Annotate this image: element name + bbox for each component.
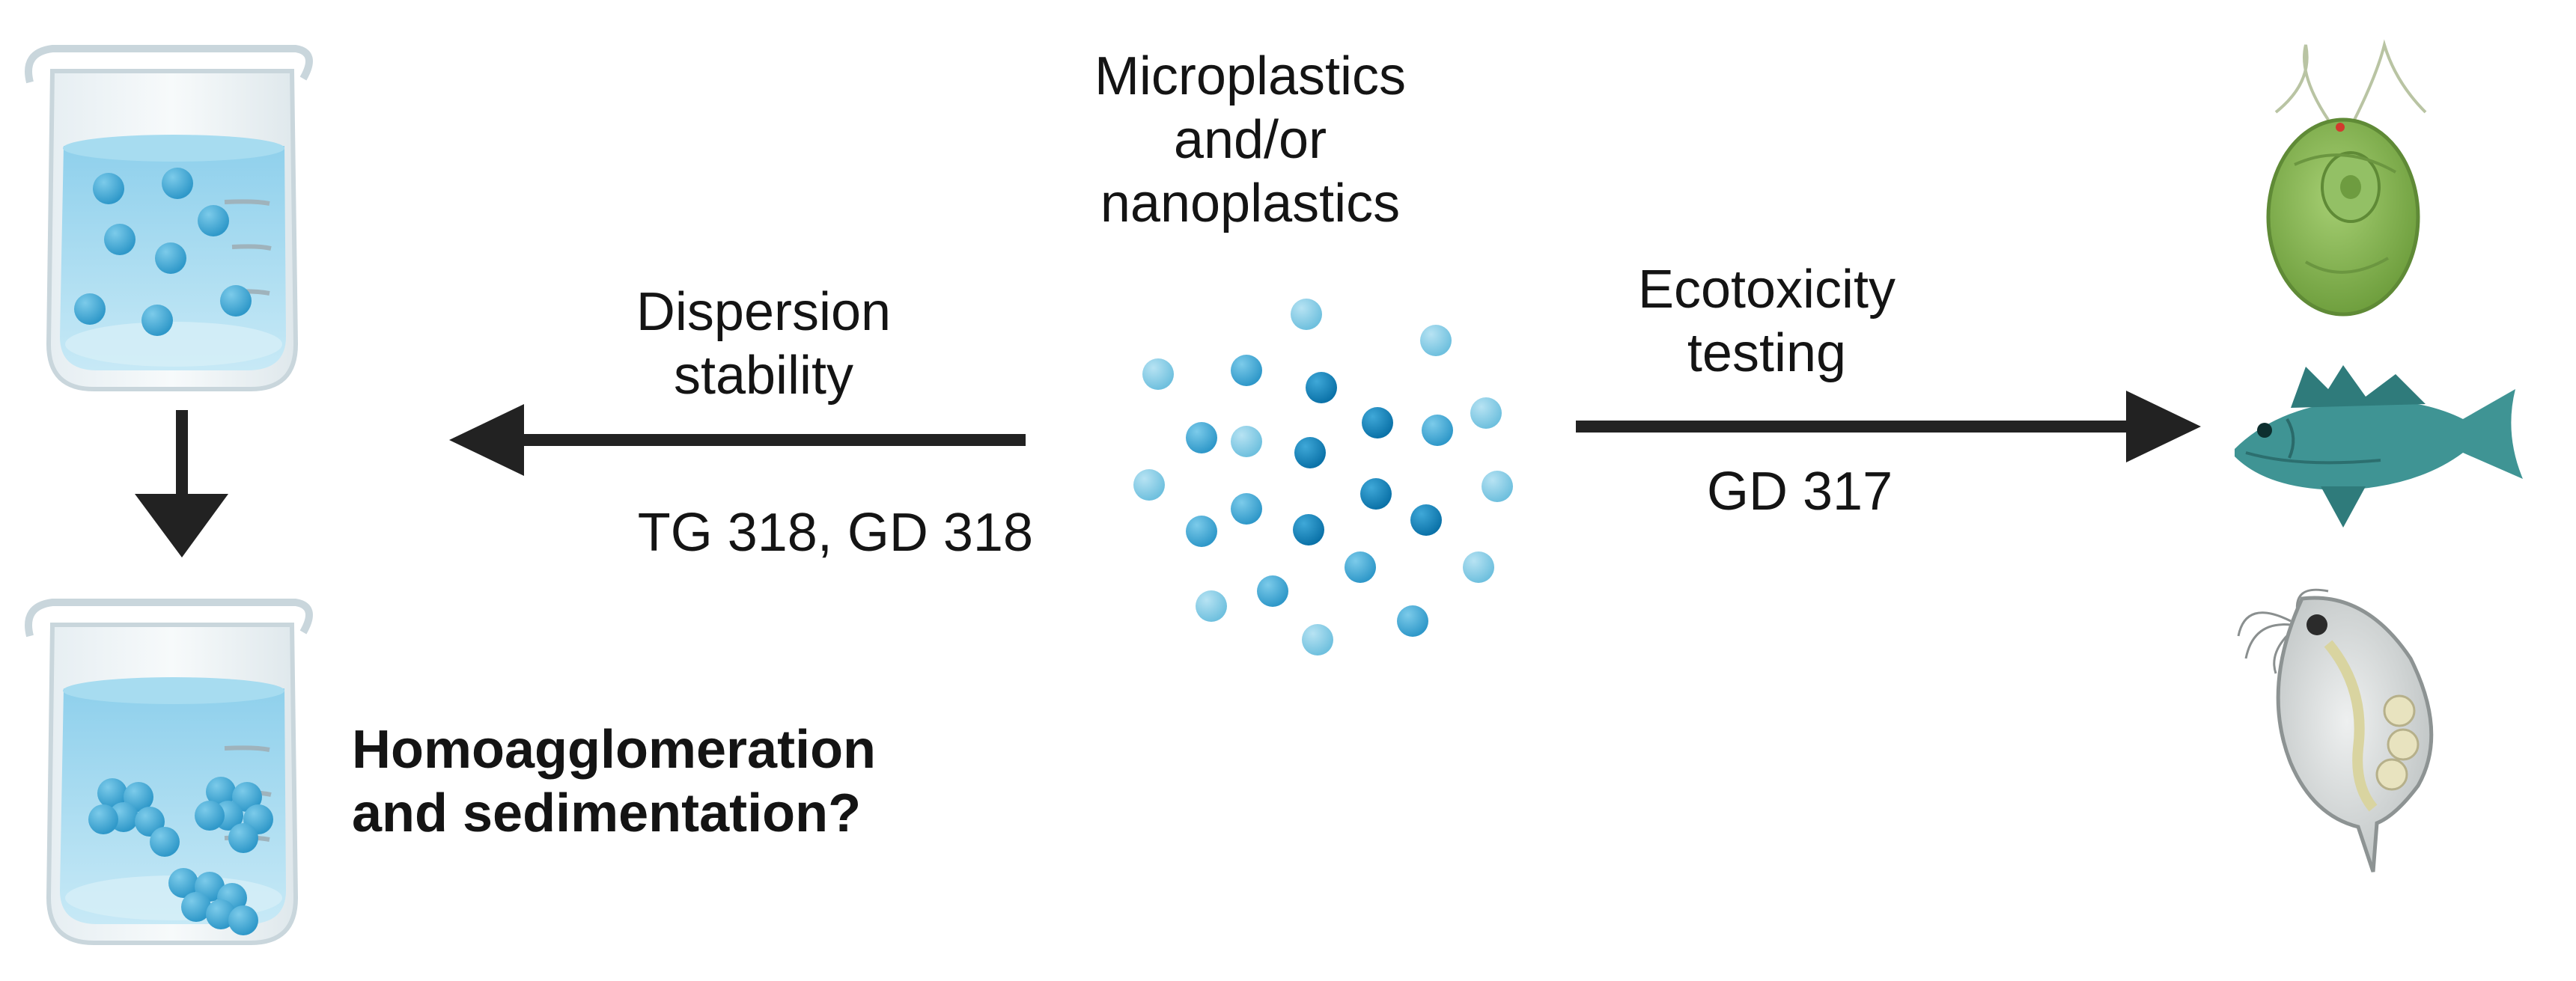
- outcome-line1: Homoagglomeration: [352, 720, 877, 780]
- dispersion-title-line1: Dispersion: [636, 282, 892, 342]
- dispersion-codes: TG 318, GD 318: [637, 503, 1033, 563]
- dispersion-arrow: [449, 404, 1026, 476]
- down-arrow: [135, 410, 228, 557]
- ecotoxicity-arrow: [1576, 391, 2201, 462]
- center-line1: Microplastics: [1094, 46, 1407, 106]
- center-label: Microplastics and/or nanoplastics: [1041, 45, 1460, 236]
- algae-icon: [2266, 39, 2427, 317]
- dispersion-title: Dispersion stability: [569, 281, 958, 408]
- dispersion-title-line2: stability: [673, 345, 854, 406]
- beaker-agglomerated-icon: [25, 599, 313, 945]
- particle-cluster: [1133, 299, 1513, 655]
- ecotoxicity-title: Ecotoxicity testing: [1595, 258, 1939, 385]
- daphnia-icon: [2237, 588, 2434, 872]
- fish-icon: [2235, 365, 2523, 528]
- center-line3: nanoplastics: [1100, 173, 1401, 233]
- outcome-question: Homoagglomeration and sedimentation?: [352, 718, 936, 846]
- ecotoxicity-title-line1: Ecotoxicity: [1637, 260, 1896, 320]
- outcome-line2: and sedimentation?: [352, 783, 862, 843]
- beaker-dispersed-icon: [25, 45, 313, 391]
- ecotoxicity-code: GD 317: [1707, 462, 1893, 522]
- ecotoxicity-title-line2: testing: [1687, 323, 1847, 383]
- center-line2: and/or: [1173, 109, 1327, 170]
